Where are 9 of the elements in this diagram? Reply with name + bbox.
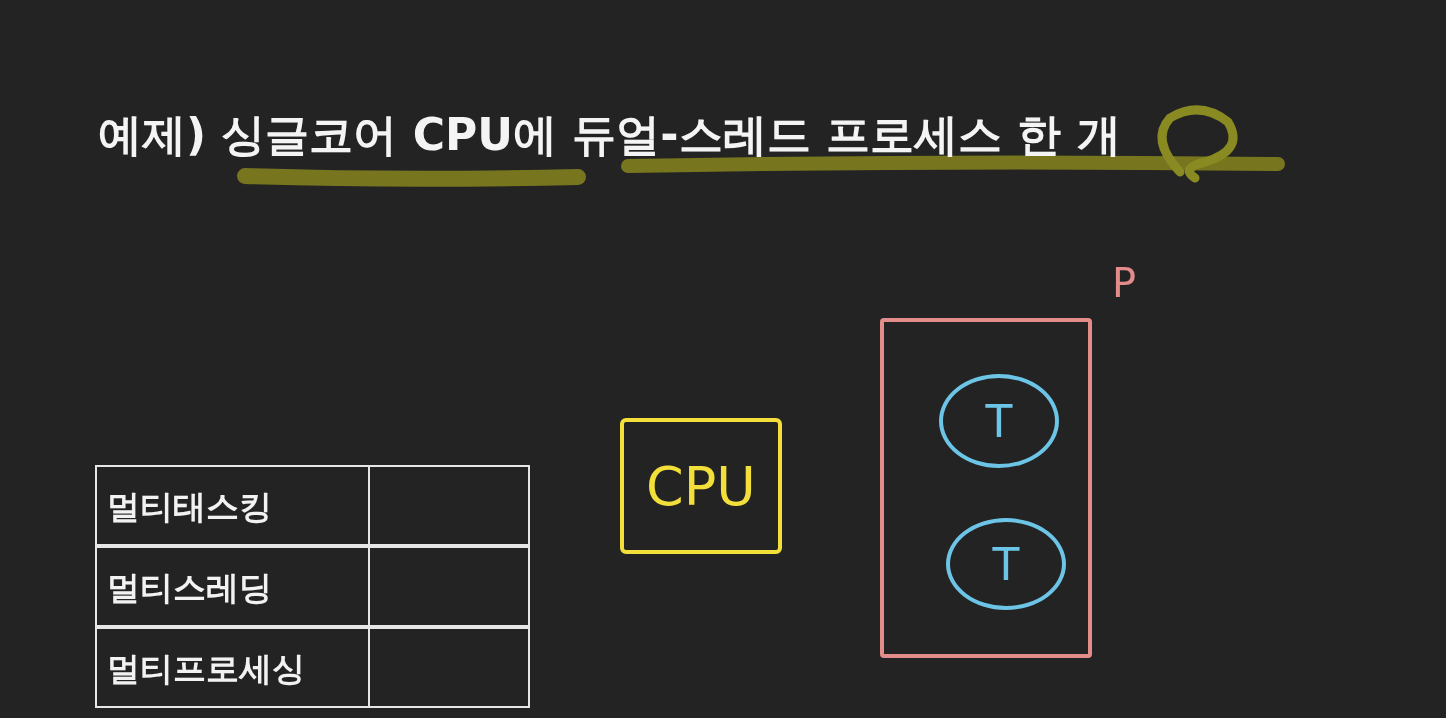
table-cell: 멀티태스킹 <box>95 465 370 546</box>
title: 예제) 싱글코어 CPU에 듀얼-스레드 프로세스 한 개 <box>98 108 1121 162</box>
thread-circle: T <box>946 518 1066 610</box>
thread-circle: T <box>939 374 1059 468</box>
cpu-box: CPU <box>620 418 782 554</box>
process-label: P <box>1112 260 1137 306</box>
table-cell: 멀티스레딩 <box>95 546 370 627</box>
process-box <box>880 318 1092 658</box>
table-cell: 멀티프로세싱 <box>95 627 370 708</box>
